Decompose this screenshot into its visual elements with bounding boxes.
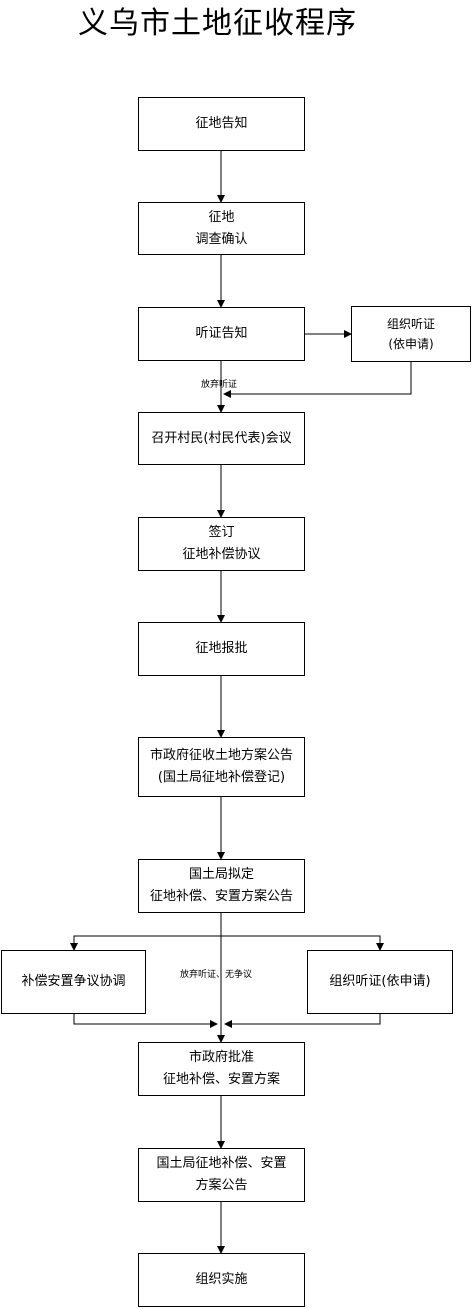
- step-hearing-notice: 听证告知: [138, 307, 305, 361]
- arrow-hearing-org-return: [223, 362, 412, 398]
- step-implementation: 组织实施: [138, 1253, 305, 1307]
- step-gov-announcement: 市政府征收土地方案公告 (国土局征地补偿登记): [138, 737, 305, 797]
- arrow-dispute-merge: [73, 1014, 218, 1028]
- arrow-split-hearing2: [221, 935, 384, 951]
- step-gov-approve: 市政府批准 征地补偿、安置方案: [138, 1042, 305, 1096]
- label-waive-hearing: 放弃听证: [201, 380, 238, 390]
- step-dispute-coordination: 补偿安置争议协调: [1, 950, 146, 1014]
- arrow-hearing2-merge: [224, 1014, 381, 1028]
- step-hearing-organize: 组织听证 (依申请): [351, 306, 471, 362]
- step-survey-confirm: 征地 调查确认: [138, 202, 305, 255]
- arrow-split-dispute: [70, 935, 221, 951]
- step-sign-agreement: 签订 征地补偿协议: [138, 517, 305, 571]
- label-waive-no-dispute: 放弃听证、无争议: [180, 970, 253, 980]
- step-hearing-organize-2: 组织听证(依申请): [307, 950, 453, 1014]
- step-land-notice: 征地告知: [138, 97, 305, 151]
- page-title: 义乌市土地征收程序: [78, 6, 357, 41]
- step-approval-report: 征地报批: [138, 622, 305, 676]
- step-bureau-announcement: 国土局征地补偿、安置 方案公告: [138, 1148, 305, 1202]
- step-village-meeting: 召开村民(村民代表)会议: [138, 412, 305, 465]
- step-bureau-plan: 国土局拟定 征地补偿、安置方案公告: [138, 859, 305, 913]
